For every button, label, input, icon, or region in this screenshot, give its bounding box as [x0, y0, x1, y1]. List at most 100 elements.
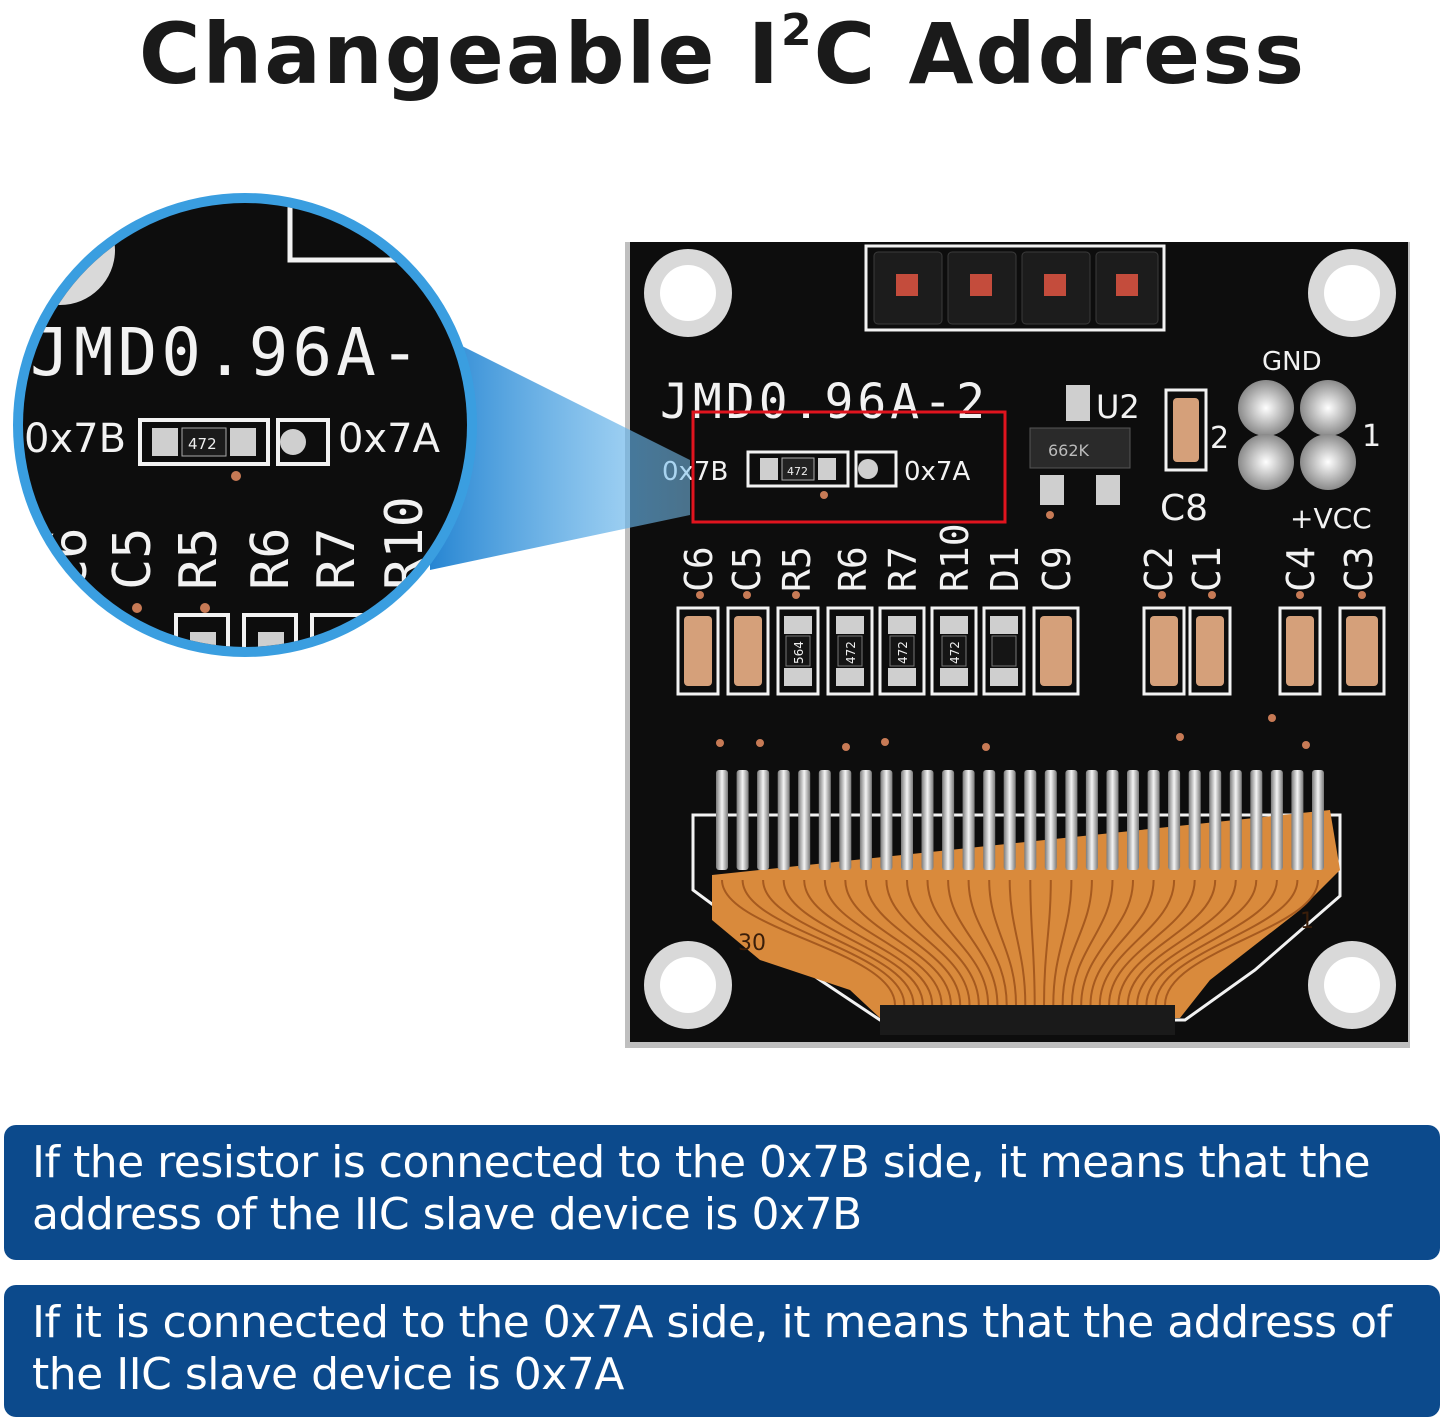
fpc-trace — [844, 879, 952, 1006]
fpc-pin — [1168, 770, 1181, 870]
code-r6: 472 — [844, 641, 858, 664]
fpc-trace — [926, 879, 990, 1006]
capacitor-c8: 2 C8 — [1160, 388, 1229, 529]
mounting-hole-bottom-right — [1308, 941, 1396, 1029]
fpc-pin — [1229, 770, 1242, 870]
fpc-pin — [1085, 770, 1098, 870]
title-end: C Address — [813, 5, 1307, 103]
fpc-pin — [1024, 770, 1037, 870]
jumper-label-0x7a: 0x7A — [904, 457, 970, 487]
fpc-pin — [839, 770, 852, 870]
fpc-trace — [1154, 879, 1299, 1006]
label-r10: R10 — [933, 523, 977, 592]
zoom-label-r7: R7 — [307, 527, 367, 590]
highlight-box — [691, 410, 1007, 524]
fpc-pin — [1003, 770, 1016, 870]
fpc-pin — [818, 770, 831, 870]
fpc-trace — [1117, 879, 1217, 1006]
pin-label-2: 2 — [1210, 421, 1229, 456]
fpc-pin — [1044, 770, 1057, 870]
smd-component-row: 564 472 472 472 — [676, 606, 1386, 696]
fpc-trace — [967, 879, 1008, 1006]
component-labels: C6 C5 R5 R6 R7 R10 D1 C9 C2 C1 C4 C3 — [677, 523, 1381, 592]
mounting-hole-top-left — [644, 249, 732, 337]
fpc-trace — [1008, 879, 1027, 1006]
code-r7: 472 — [896, 641, 910, 664]
label-r7: R7 — [881, 546, 925, 592]
title-main: Changeable I — [138, 5, 781, 103]
fpc-trace — [1043, 879, 1052, 1006]
fpc-pin — [901, 770, 913, 870]
oled-board-illustration: JMD0.96A-2 0x7B 472 0x7A U2 662K — [13, 193, 1410, 1048]
fpc-pin — [921, 770, 934, 870]
fpc-trace — [1145, 879, 1278, 1006]
fpc-trace — [823, 879, 943, 1006]
fpc-pin — [880, 770, 893, 870]
fpc-trace — [1029, 879, 1036, 1006]
flex-label-1: 1 — [1300, 909, 1314, 934]
fpc-trace — [782, 879, 924, 1006]
fpc-pin — [859, 770, 872, 870]
fpc-trace — [762, 879, 915, 1006]
label-r6: R6 — [831, 546, 875, 592]
fpc-pin — [1188, 770, 1201, 870]
display-ribbon-connector: 30 1 — [691, 770, 1342, 1035]
label-c2: C2 — [1137, 546, 1181, 592]
fpc-pin — [1270, 770, 1283, 870]
ic-label-u2: U2 — [1096, 388, 1140, 426]
fpc-trace — [1080, 879, 1134, 1006]
fpc-trace — [1136, 879, 1258, 1006]
fpc-trace — [803, 879, 934, 1006]
zoom-label-r10: R10 — [375, 496, 435, 590]
code-r10: 472 — [948, 641, 962, 664]
note-0x7b-text: If the resistor is connected to the 0x7B… — [32, 1137, 1371, 1240]
ic-code: 662K — [1048, 441, 1090, 460]
fpc-trace — [906, 879, 980, 1006]
pin-header — [864, 244, 1166, 332]
fpc-pin — [757, 770, 770, 870]
zoom-label-r6: R6 — [241, 527, 301, 590]
label-d1: D1 — [983, 546, 1027, 592]
fpc-pin — [1291, 770, 1304, 870]
label-c9: C9 — [1035, 546, 1079, 592]
mounting-hole-top-right — [1308, 249, 1396, 337]
page-title: Changeable I2C Address — [0, 6, 1445, 102]
regulator-u2: U2 662K — [1029, 385, 1140, 505]
fpc-pin — [1312, 770, 1324, 870]
code-r5: 564 — [792, 641, 806, 664]
zoom-magnifier: JMD0.96A- 0x7B 472 0x7A C6 C5 R5 R6 R7 R… — [13, 193, 477, 657]
zoom-resistor-code: 472 — [188, 435, 217, 453]
fpc-pin — [1127, 770, 1139, 870]
fpc-pin — [777, 770, 790, 870]
zoom-label-0x7a: 0x7A — [338, 416, 441, 462]
fpc-pin — [983, 770, 996, 870]
note-0x7a-text: If it is connected to the 0x7A side, it … — [32, 1297, 1392, 1400]
fpc-pin — [942, 770, 955, 870]
fpc-pin — [736, 770, 749, 870]
cap-label-c8: C8 — [1160, 488, 1208, 529]
fpc-pin — [1250, 770, 1263, 870]
fpc-trace — [1126, 879, 1237, 1006]
zoom-model-label: JMD0.96A- — [30, 314, 424, 391]
fpc-pin — [962, 770, 975, 870]
jumper-resistor-code: 472 — [787, 465, 808, 478]
fpc-trace — [1108, 879, 1196, 1006]
label-c4: C4 — [1279, 546, 1323, 592]
fpc-pin — [798, 770, 811, 870]
note-0x7a: If it is connected to the 0x7A side, it … — [4, 1285, 1440, 1417]
fpc-trace — [947, 879, 999, 1006]
callout-beam — [430, 330, 690, 570]
flex-label-30: 30 — [738, 931, 766, 956]
fpc-trace — [1164, 879, 1319, 1006]
fpc-pin — [1147, 770, 1160, 870]
via-dots — [696, 491, 1366, 751]
board-model-label: JMD0.96A-2 — [660, 374, 989, 430]
fpc-trace — [1061, 879, 1093, 1006]
label-c5: C5 — [725, 546, 769, 592]
title-superscript: 2 — [780, 5, 814, 56]
note-0x7b: If the resistor is connected to the 0x7B… — [4, 1125, 1440, 1260]
fpc-trace — [1089, 879, 1155, 1006]
pin-label-vcc: +VCC — [1290, 502, 1372, 535]
fpc-trace — [988, 879, 1017, 1006]
fpc-pin — [1065, 770, 1078, 870]
